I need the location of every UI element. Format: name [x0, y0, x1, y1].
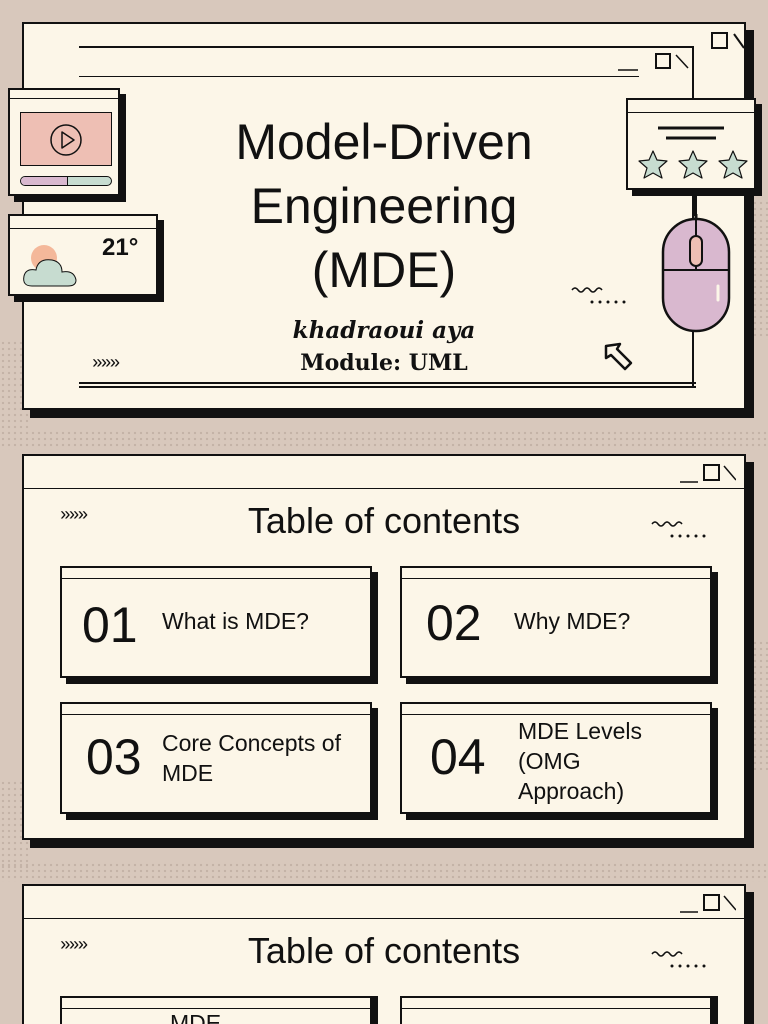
toc-slide-continued[interactable]: »»» Table of contents MDE [22, 884, 746, 1024]
window-controls [656, 892, 737, 914]
cursor-icon [602, 340, 636, 374]
author-name: khadraoui aya [292, 317, 476, 344]
toc-label: Core Concepts of MDE [162, 730, 341, 786]
arrows-decoration: »»» [60, 936, 88, 956]
toc-item-02[interactable]: 02 Why MDE? [400, 566, 712, 678]
weather-card: 21° [8, 214, 158, 296]
inner-line [79, 76, 639, 77]
slide-title: Model-Driven Engineering (MDE) [164, 110, 604, 302]
rating-lines [658, 124, 724, 144]
title-line-3: (MDE) [311, 242, 457, 298]
toc-label: Why MDE? [514, 608, 631, 634]
arrows-decoration: »»» [92, 354, 120, 374]
card-line [402, 1008, 710, 1009]
toc-item-04[interactable]: 04 MDE Levels (OMG Approach) [400, 702, 712, 814]
video-player-card[interactable] [8, 88, 120, 196]
card-line [402, 578, 710, 579]
squiggle-decoration [570, 282, 630, 306]
progress-bar[interactable] [20, 176, 112, 186]
title-line-1: Model-Driven [235, 114, 533, 170]
toc-number: 02 [426, 595, 482, 651]
inner-window-frame [79, 46, 694, 386]
card-line [62, 1008, 370, 1009]
toc-title: Table of contents [247, 930, 521, 971]
squiggle-decoration [650, 516, 710, 540]
toc-item-01[interactable]: 01 What is MDE? [60, 566, 372, 678]
slide-top-line [24, 488, 744, 489]
window-controls [664, 30, 745, 52]
card-line [628, 112, 754, 113]
toc-title: Table of contents [247, 500, 521, 541]
card-line [62, 578, 370, 579]
toc-item-06[interactable] [400, 996, 712, 1024]
toc-number: 04 [430, 729, 486, 785]
toc-number: 01 [82, 597, 138, 653]
card-line [62, 714, 370, 715]
toc-label: What is MDE? [162, 608, 309, 634]
slide-top-line [24, 918, 744, 919]
progress-fill [21, 177, 68, 185]
card-line [402, 714, 710, 715]
mouse-icon [660, 214, 732, 336]
dotted-pattern [0, 430, 768, 450]
card-line [10, 98, 118, 99]
title-line-2: Engineering [250, 178, 518, 234]
squiggle-decoration [650, 946, 710, 970]
card-line [10, 228, 156, 229]
toc-label: MDE [170, 1010, 222, 1024]
inner-window-controls [616, 50, 696, 72]
dotted-pattern [0, 862, 768, 882]
play-icon [48, 122, 84, 158]
toc-slide[interactable]: »»» Table of contents 01 What is MDE? 02… [22, 454, 746, 840]
window-controls [656, 462, 737, 484]
arrows-decoration: »»» [60, 506, 88, 526]
module-label: Module: UML [300, 350, 468, 376]
weather-temperature: 21° [102, 234, 139, 261]
toc-item-03[interactable]: 03 Core Concepts of MDE [60, 702, 372, 814]
toc-number: 03 [86, 729, 142, 785]
star-icons [636, 148, 750, 182]
toc-label: MDE Levels (OMG Approach) [518, 718, 642, 804]
cloud-sun-icon [22, 242, 88, 290]
toc-item-05[interactable]: MDE [60, 996, 372, 1024]
rating-card [626, 98, 756, 190]
inner-window-frame-bottom [79, 382, 696, 384]
